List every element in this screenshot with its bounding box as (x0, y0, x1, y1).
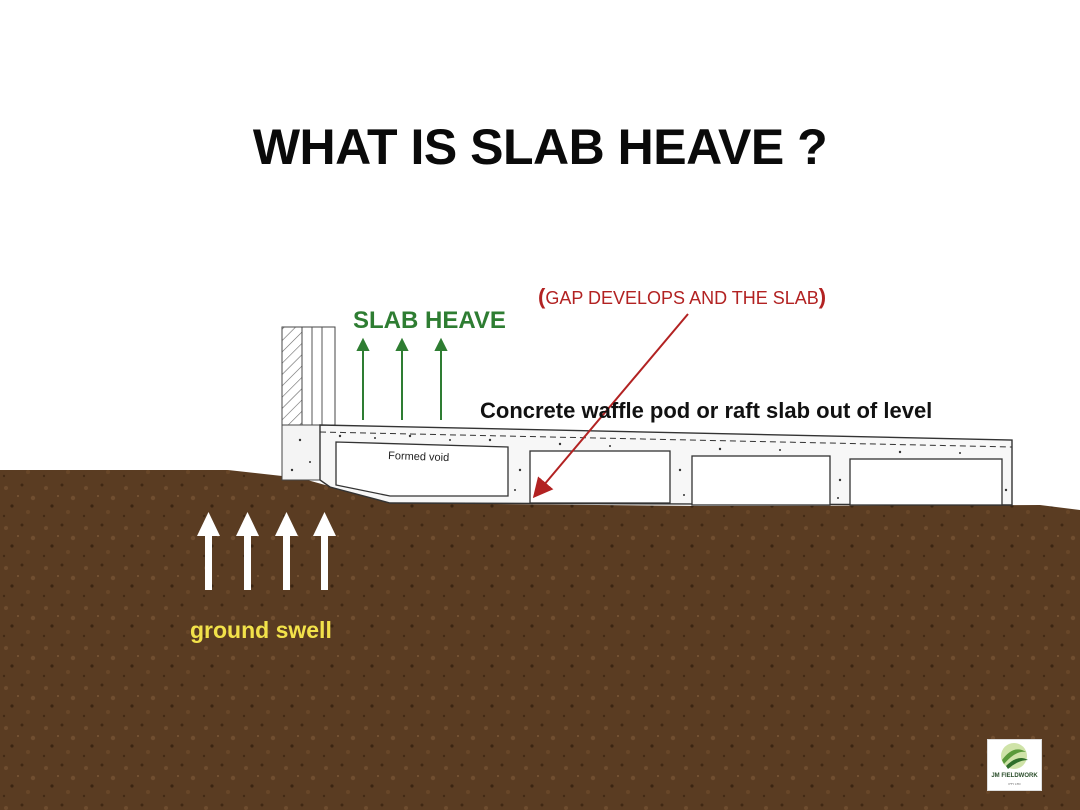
ground-soil (0, 470, 1080, 810)
gap-label-text: GAP DEVELOPS AND THE SLAB (545, 288, 819, 308)
gap-label: (GAP DEVELOPS AND THE SLAB) (538, 284, 826, 310)
company-logo: JM FIELDWORK PTY LTD (987, 739, 1042, 791)
slab-heave-arrows (356, 337, 448, 420)
logo-name: JM FIELDWORK (991, 773, 1038, 779)
leaf-logo-icon (1001, 743, 1028, 769)
ground-swell-label: ground swell (190, 617, 332, 643)
logo-subtitle: PTY LTD (1008, 782, 1021, 786)
aggregate-dots (290, 434, 1008, 499)
gap-label-close-paren: ) (818, 284, 827, 309)
waffle-slab (290, 424, 1013, 506)
waffle-slab-label: Concrete waffle pod or raft slab out of … (480, 398, 933, 423)
formed-void-label: Formed void (388, 450, 450, 464)
slab-heave-label: SLAB HEAVE (353, 307, 506, 334)
slide-title: WHAT IS SLAB HEAVE ? (252, 119, 828, 175)
gap-label-open-paren: ( (538, 284, 546, 309)
ground-swell-arrows (197, 512, 336, 590)
gap-arrow (532, 313, 689, 499)
wall (281, 326, 336, 481)
